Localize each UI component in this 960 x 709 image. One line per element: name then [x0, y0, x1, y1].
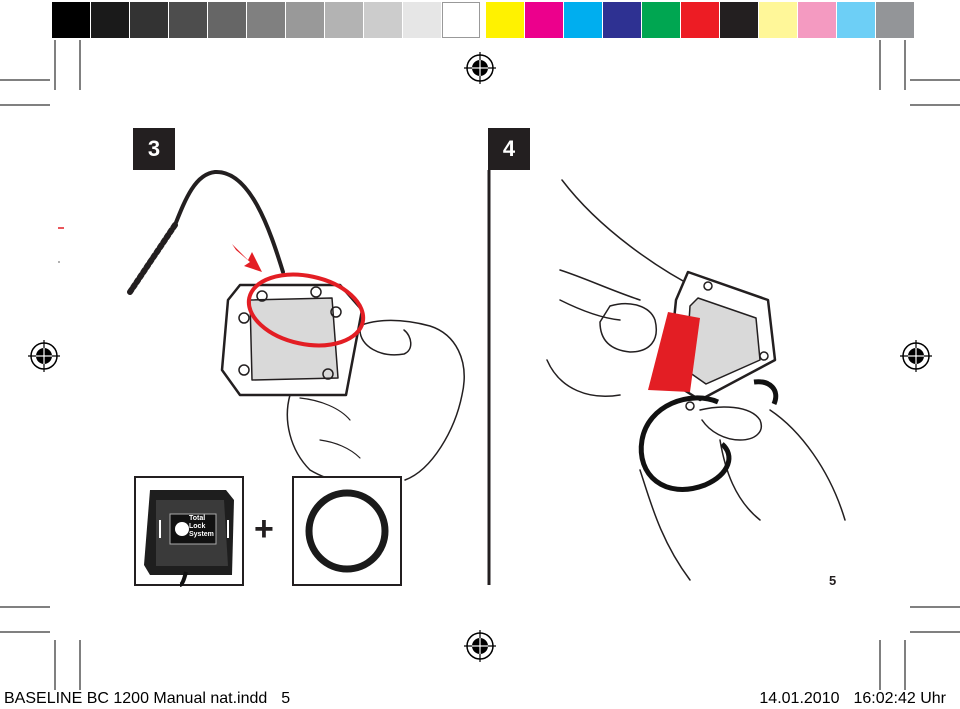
process-color-swatch: [525, 2, 563, 38]
grayscale-swatch: [52, 2, 90, 38]
sensor-label-line: System: [189, 531, 214, 538]
grayscale-swatch: [286, 2, 324, 38]
step3-illustration: [127, 169, 465, 485]
plus-sign: +: [254, 510, 274, 548]
process-color-swatch: [642, 2, 680, 38]
process-color-swatch: [681, 2, 719, 38]
crop-marks: [0, 40, 960, 690]
grayscale-swatch: [325, 2, 363, 38]
page-number: 5: [829, 573, 837, 588]
process-color-swatch: [798, 2, 836, 38]
grayscale-swatch: [130, 2, 168, 38]
grayscale-swatch: [169, 2, 207, 38]
black-o-ring: [638, 395, 732, 492]
o-ring-icon: [305, 489, 389, 573]
registration-mark-icon: [464, 52, 496, 84]
process-color-swatch: [837, 2, 875, 38]
slug-page: 5: [281, 690, 291, 707]
slug-time: 16:02:42 Uhr: [853, 690, 946, 707]
grayscale-swatch: [247, 2, 285, 38]
process-color-swatch: [486, 2, 524, 38]
color-bar: [0, 0, 960, 42]
registration-mark-icon: [28, 340, 60, 372]
red-arrow-icon: [648, 312, 700, 392]
grayscale-swatch: [91, 2, 129, 38]
registration-mark-icon: [900, 340, 932, 372]
sensor-label-line: Lock: [189, 523, 206, 530]
red-o-ring: [246, 272, 366, 348]
step4-illustration: [546, 179, 846, 581]
slug-timestamp: 14.01.2010 16:02:42 Uhr: [759, 690, 946, 708]
slug-file-info: BASELINE BC 1200 Manual nat.indd 5: [4, 690, 290, 708]
grayscale-swatch: [403, 2, 441, 38]
process-color-swatch: [603, 2, 641, 38]
sensor-label-line: Total: [189, 515, 206, 522]
process-color-swatch: [876, 2, 914, 38]
sensor-icon: [144, 490, 234, 587]
process-color-swatch: [720, 2, 758, 38]
red-arrow-icon: [232, 244, 262, 272]
process-color-swatch: [564, 2, 602, 38]
grayscale-swatch: [208, 2, 246, 38]
process-color-swatch: [759, 2, 797, 38]
step-3-badge: 3: [133, 128, 175, 170]
grayscale-swatch: [364, 2, 402, 38]
slug-filename: BASELINE BC 1200 Manual nat.indd: [4, 690, 268, 707]
registration-mark-icon: [464, 630, 496, 662]
grayscale-swatch: [442, 2, 480, 38]
sensor-label: Total Lock System: [189, 515, 214, 539]
step-4-badge: 4: [488, 128, 530, 170]
slug-date: 14.01.2010: [759, 690, 840, 707]
